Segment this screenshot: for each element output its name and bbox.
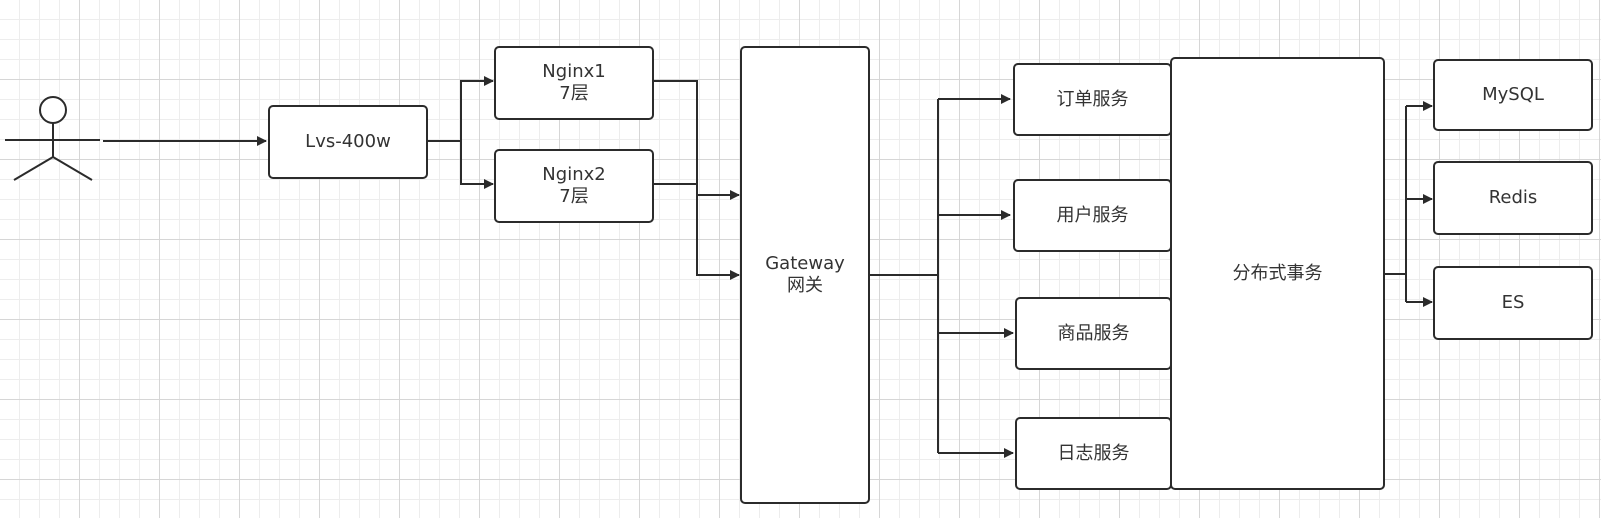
nginx2-name: Nginx2 [542,164,606,185]
store-label: ES [1501,292,1525,313]
edge-gateway-bus [869,99,939,453]
edge-lvs-to-nginx1 [427,76,494,142]
user-actor-icon [5,96,100,181]
nginx2-layer: 7层 [559,186,589,207]
gateway-node[interactable]: Gateway 网关 [740,46,870,504]
edge-lvs-to-nginx2 [460,141,494,189]
gateway-name: Gateway [765,253,845,274]
service-node-product[interactable]: 商品服务 [1015,297,1172,370]
store-label: MySQL [1482,84,1544,105]
distributed-transaction-node[interactable]: 分布式事务 [1170,57,1385,490]
service-label: 用户服务 [1056,204,1129,226]
service-node-log[interactable]: 日志服务 [1015,417,1172,490]
service-label: 商品服务 [1057,322,1130,344]
lvs-label: Lvs-400w [305,131,391,152]
store-node-redis[interactable]: Redis [1433,161,1593,235]
nginx2-node[interactable]: Nginx2 7层 [494,149,654,223]
store-node-es[interactable]: ES [1433,266,1593,340]
nginx1-name: Nginx1 [542,61,606,82]
nginx1-layer: 7层 [559,83,589,104]
service-node-user[interactable]: 用户服务 [1013,179,1172,252]
service-label: 日志服务 [1057,442,1130,464]
store-label: Redis [1488,187,1538,208]
edge-nginx1-to-gateway [653,80,740,280]
store-node-mysql[interactable]: MySQL [1433,59,1593,131]
edge-nginx2-to-gateway [653,183,740,200]
edge-transaction-bus [1384,106,1407,302]
service-label: 订单服务 [1056,88,1129,110]
service-node-order[interactable]: 订单服务 [1013,63,1172,136]
gateway-subtitle: 网关 [787,275,823,296]
transaction-label: 分布式事务 [1232,262,1323,284]
nginx1-node[interactable]: Nginx1 7层 [494,46,654,120]
lvs-node[interactable]: Lvs-400w [268,105,428,179]
